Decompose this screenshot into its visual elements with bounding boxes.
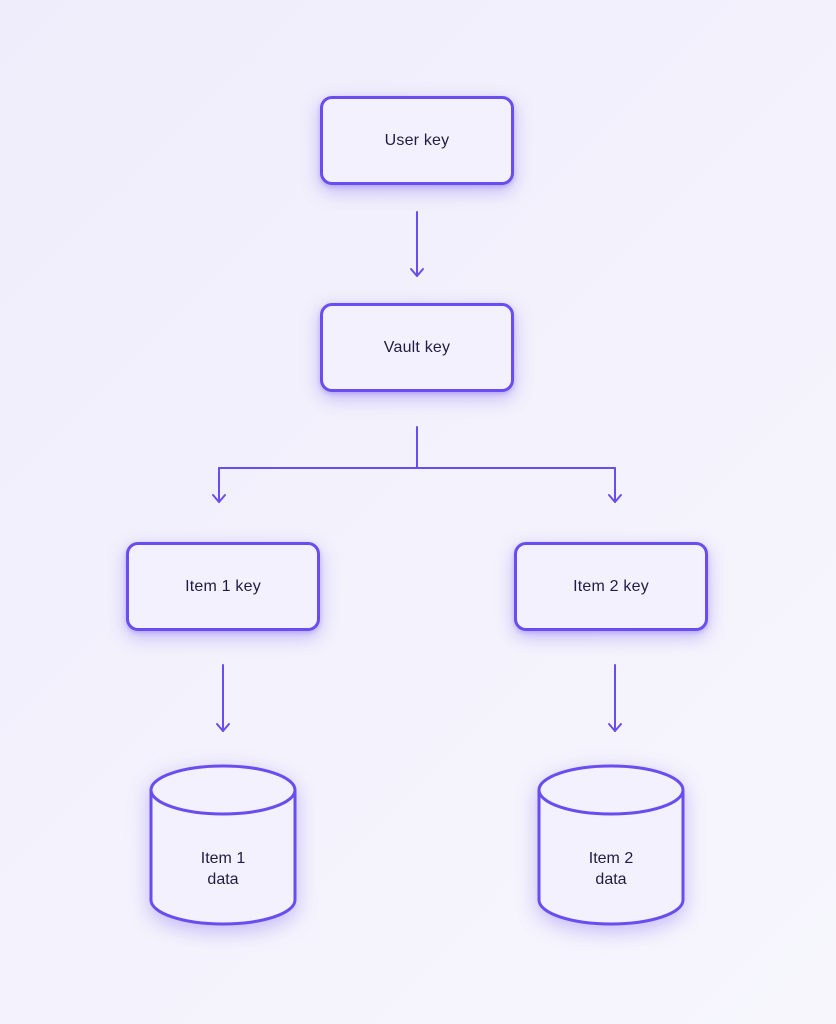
item-2-key-label: Item 2 key	[573, 577, 649, 595]
arrow-item2-to-data	[608, 664, 622, 732]
database-icon	[149, 764, 297, 926]
database-icon	[537, 764, 685, 926]
item-1-data-label: Item 1 data	[200, 850, 246, 888]
vault-key-label: Vault key	[383, 338, 451, 356]
item-2-key-node: Item 2 key	[514, 542, 708, 631]
item-2-data-store: Item 2 data	[535, 762, 687, 928]
item-2-data-label: Item 2 data	[588, 850, 634, 888]
arrow-vault-branch	[218, 426, 616, 469]
vault-key-node: Vault key	[320, 303, 514, 392]
arrow-user-to-vault	[410, 211, 424, 277]
arrow-vault-to-item1	[212, 467, 226, 503]
arrow-item1-to-data	[216, 664, 230, 732]
item-1-data-store: Item 1 data	[147, 762, 299, 928]
user-key-node: User key	[320, 96, 514, 185]
arrow-vault-to-item2	[608, 467, 622, 503]
item-1-key-label: Item 1 key	[185, 577, 261, 595]
user-key-label: User key	[384, 131, 450, 149]
item-1-key-node: Item 1 key	[126, 542, 320, 631]
